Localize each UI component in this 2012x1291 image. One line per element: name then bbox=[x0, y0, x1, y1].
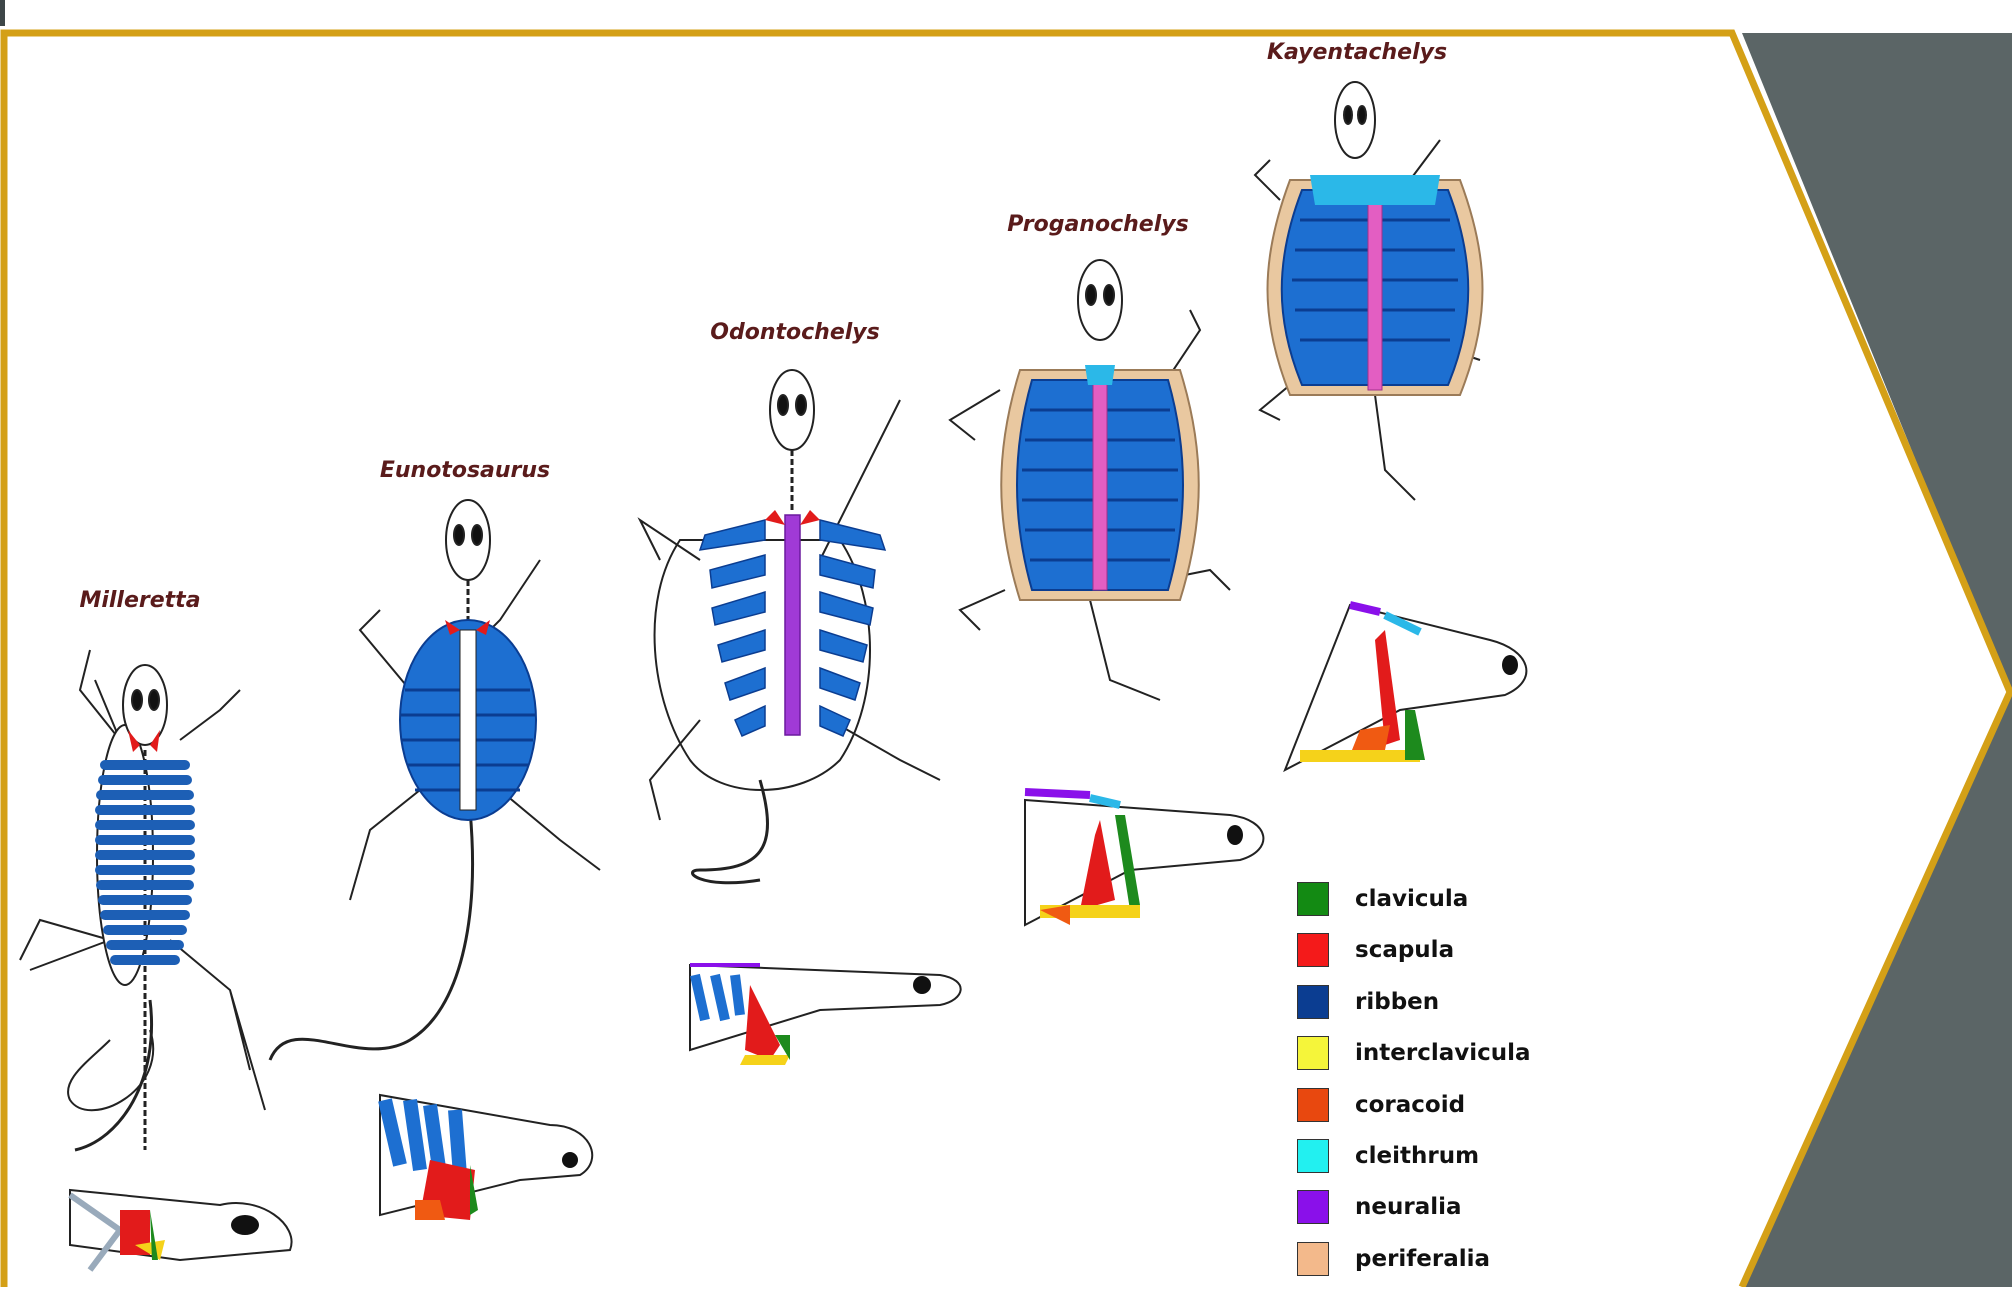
legend-item-interclavicula: interclavicula bbox=[1297, 1034, 1537, 1072]
label-eunotosaurus: Eunotosaurus bbox=[380, 458, 550, 483]
legend-swatch bbox=[1297, 933, 1329, 967]
legend-label: clavicula bbox=[1355, 886, 1468, 912]
legend-label: coracoid bbox=[1355, 1092, 1465, 1118]
legend-swatch bbox=[1297, 1139, 1329, 1173]
legend-item-coracoid: coracoid bbox=[1297, 1086, 1537, 1124]
proganochelys-shell bbox=[1001, 365, 1199, 600]
legend-swatch bbox=[1297, 1242, 1329, 1276]
legend-swatch bbox=[1297, 1190, 1329, 1224]
label-milleretta: Milleretta bbox=[79, 588, 200, 613]
legend-swatch bbox=[1297, 985, 1329, 1019]
chevron-panel bbox=[1742, 33, 2012, 1287]
milleretta-side-view bbox=[70, 1190, 292, 1270]
legend: clavicula scapula ribben interclavicula … bbox=[1297, 880, 1537, 1291]
legend-label: interclavicula bbox=[1355, 1040, 1531, 1066]
label-odontochelys: Odontochelys bbox=[710, 320, 879, 345]
odontochelys-side-view bbox=[690, 965, 961, 1065]
legend-item-clavicula: clavicula bbox=[1297, 880, 1537, 918]
legend-item-ribben: ribben bbox=[1297, 983, 1537, 1021]
label-kayentachelys: Kayentachelys bbox=[1267, 40, 1447, 65]
proganochelys-side-view bbox=[1025, 792, 1263, 925]
legend-label: ribben bbox=[1355, 989, 1439, 1015]
legend-label: cleithrum bbox=[1355, 1143, 1479, 1169]
legend-item-neuralia: neuralia bbox=[1297, 1188, 1537, 1226]
eunotosaurus-side-view bbox=[380, 1095, 592, 1220]
legend-label: periferalia bbox=[1355, 1246, 1490, 1272]
legend-swatch bbox=[1297, 1036, 1329, 1070]
legend-swatch bbox=[1297, 882, 1329, 916]
eunotosaurus-carapace bbox=[400, 620, 536, 820]
legend-swatch bbox=[1297, 1088, 1329, 1122]
legend-item-cleithrum: cleithrum bbox=[1297, 1137, 1537, 1175]
kayentachelys-side-view bbox=[1285, 605, 1526, 770]
legend-label: scapula bbox=[1355, 937, 1454, 963]
kayentachelys-shell bbox=[1268, 175, 1483, 395]
legend-item-scapula: scapula bbox=[1297, 931, 1537, 969]
legend-label: neuralia bbox=[1355, 1194, 1462, 1220]
label-proganochelys: Proganochelys bbox=[1007, 212, 1188, 237]
legend-item-periferalia: periferalia bbox=[1297, 1240, 1537, 1278]
